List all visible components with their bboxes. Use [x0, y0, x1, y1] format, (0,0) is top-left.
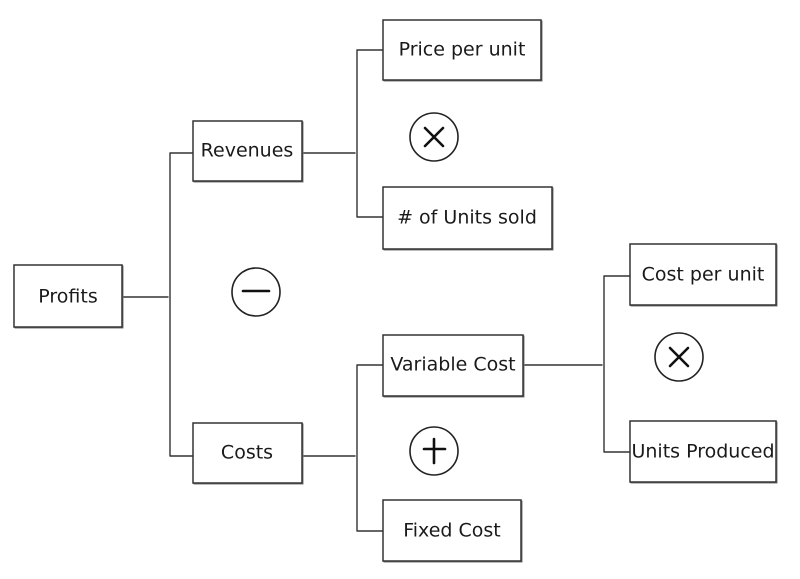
connector-revenues: [301, 49, 384, 218]
node-profits: Profits: [13, 264, 124, 329]
node-units-sold-label: # of Units sold: [397, 207, 537, 229]
node-profits-label: Profits: [38, 286, 97, 308]
minus-operator-icon: [231, 267, 281, 317]
node-revenues: Revenues: [192, 120, 304, 183]
node-cost-per-unit: Cost per unit: [629, 243, 778, 307]
node-units-produced-label: Units Produced: [631, 441, 774, 463]
node-costs-label: Costs: [221, 442, 273, 464]
node-price-per-unit-label: Price per unit: [399, 39, 526, 61]
node-fixed-cost: Fixed Cost: [382, 499, 523, 563]
node-units-produced: Units Produced: [629, 420, 778, 484]
node-units-sold: # of Units sold: [382, 186, 554, 251]
node-variable-cost: Variable Cost: [382, 334, 525, 398]
connector-profits: [121, 152, 194, 457]
node-variable-cost-label: Variable Cost: [390, 354, 515, 376]
times-operator-icon: [409, 112, 459, 162]
connectors: [121, 49, 631, 532]
node-fixed-cost-label: Fixed Cost: [403, 520, 501, 542]
plus-operator-icon: [409, 426, 459, 476]
node-price-per-unit: Price per unit: [382, 19, 543, 82]
node-revenues-label: Revenues: [201, 140, 294, 162]
connector-costs: [301, 364, 384, 532]
node-costs: Costs: [192, 422, 304, 485]
node-cost-per-unit-label: Cost per unit: [642, 264, 765, 286]
times-operator-icon: [654, 332, 704, 382]
connector-variable-cost: [522, 275, 631, 453]
